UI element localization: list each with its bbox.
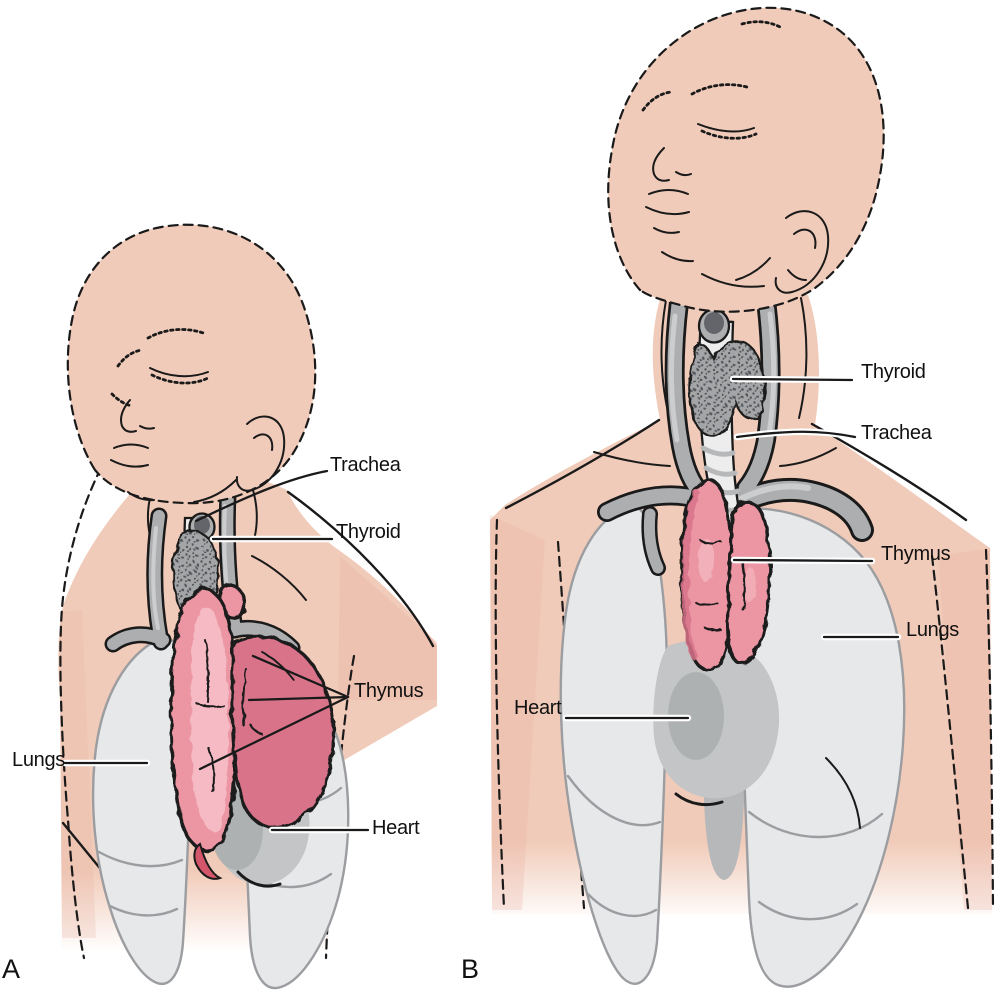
figure-b-body-outline [494,518,506,910]
label-thyroid-b: Thyroid [861,361,926,383]
figure-a-body-outline [59,466,103,960]
label-heart-a: Heart [372,817,420,839]
label-thymus-a: Thymus [354,680,424,702]
figure-b-heart [653,639,780,807]
figure-b-letter: B [461,954,480,984]
label-heart-b: Heart [514,697,562,719]
label-thymus-b: Thymus [881,543,951,565]
figure-a-thymus [169,583,336,852]
label-trachea-a: Trachea [330,454,401,476]
figure-b-thymus [680,478,772,672]
figure-b-thyroid [688,339,767,438]
figure-a-ear [235,415,286,492]
figure-a-head [66,223,317,505]
figure-b-ear [774,210,830,294]
label-thyroid-a: Thyroid [336,521,401,543]
figure-b-lungs [559,504,906,988]
figure-a-face [110,328,237,503]
figure-b-vessels [597,290,874,576]
label-lungs-b: Lungs [906,619,959,641]
label-trachea-b: Trachea [861,422,932,444]
figure-a [58,223,437,990]
figure-b-head [607,6,885,313]
figure-b-face [641,20,784,288]
figure-b [490,6,995,988]
figure-a-leader-lines [61,469,372,834]
figure-b-leader-lines [562,375,902,722]
figure-a-letter: A [2,954,21,984]
figure-a-thymus-tip [193,842,223,880]
label-lungs-a: Lungs [12,749,65,771]
